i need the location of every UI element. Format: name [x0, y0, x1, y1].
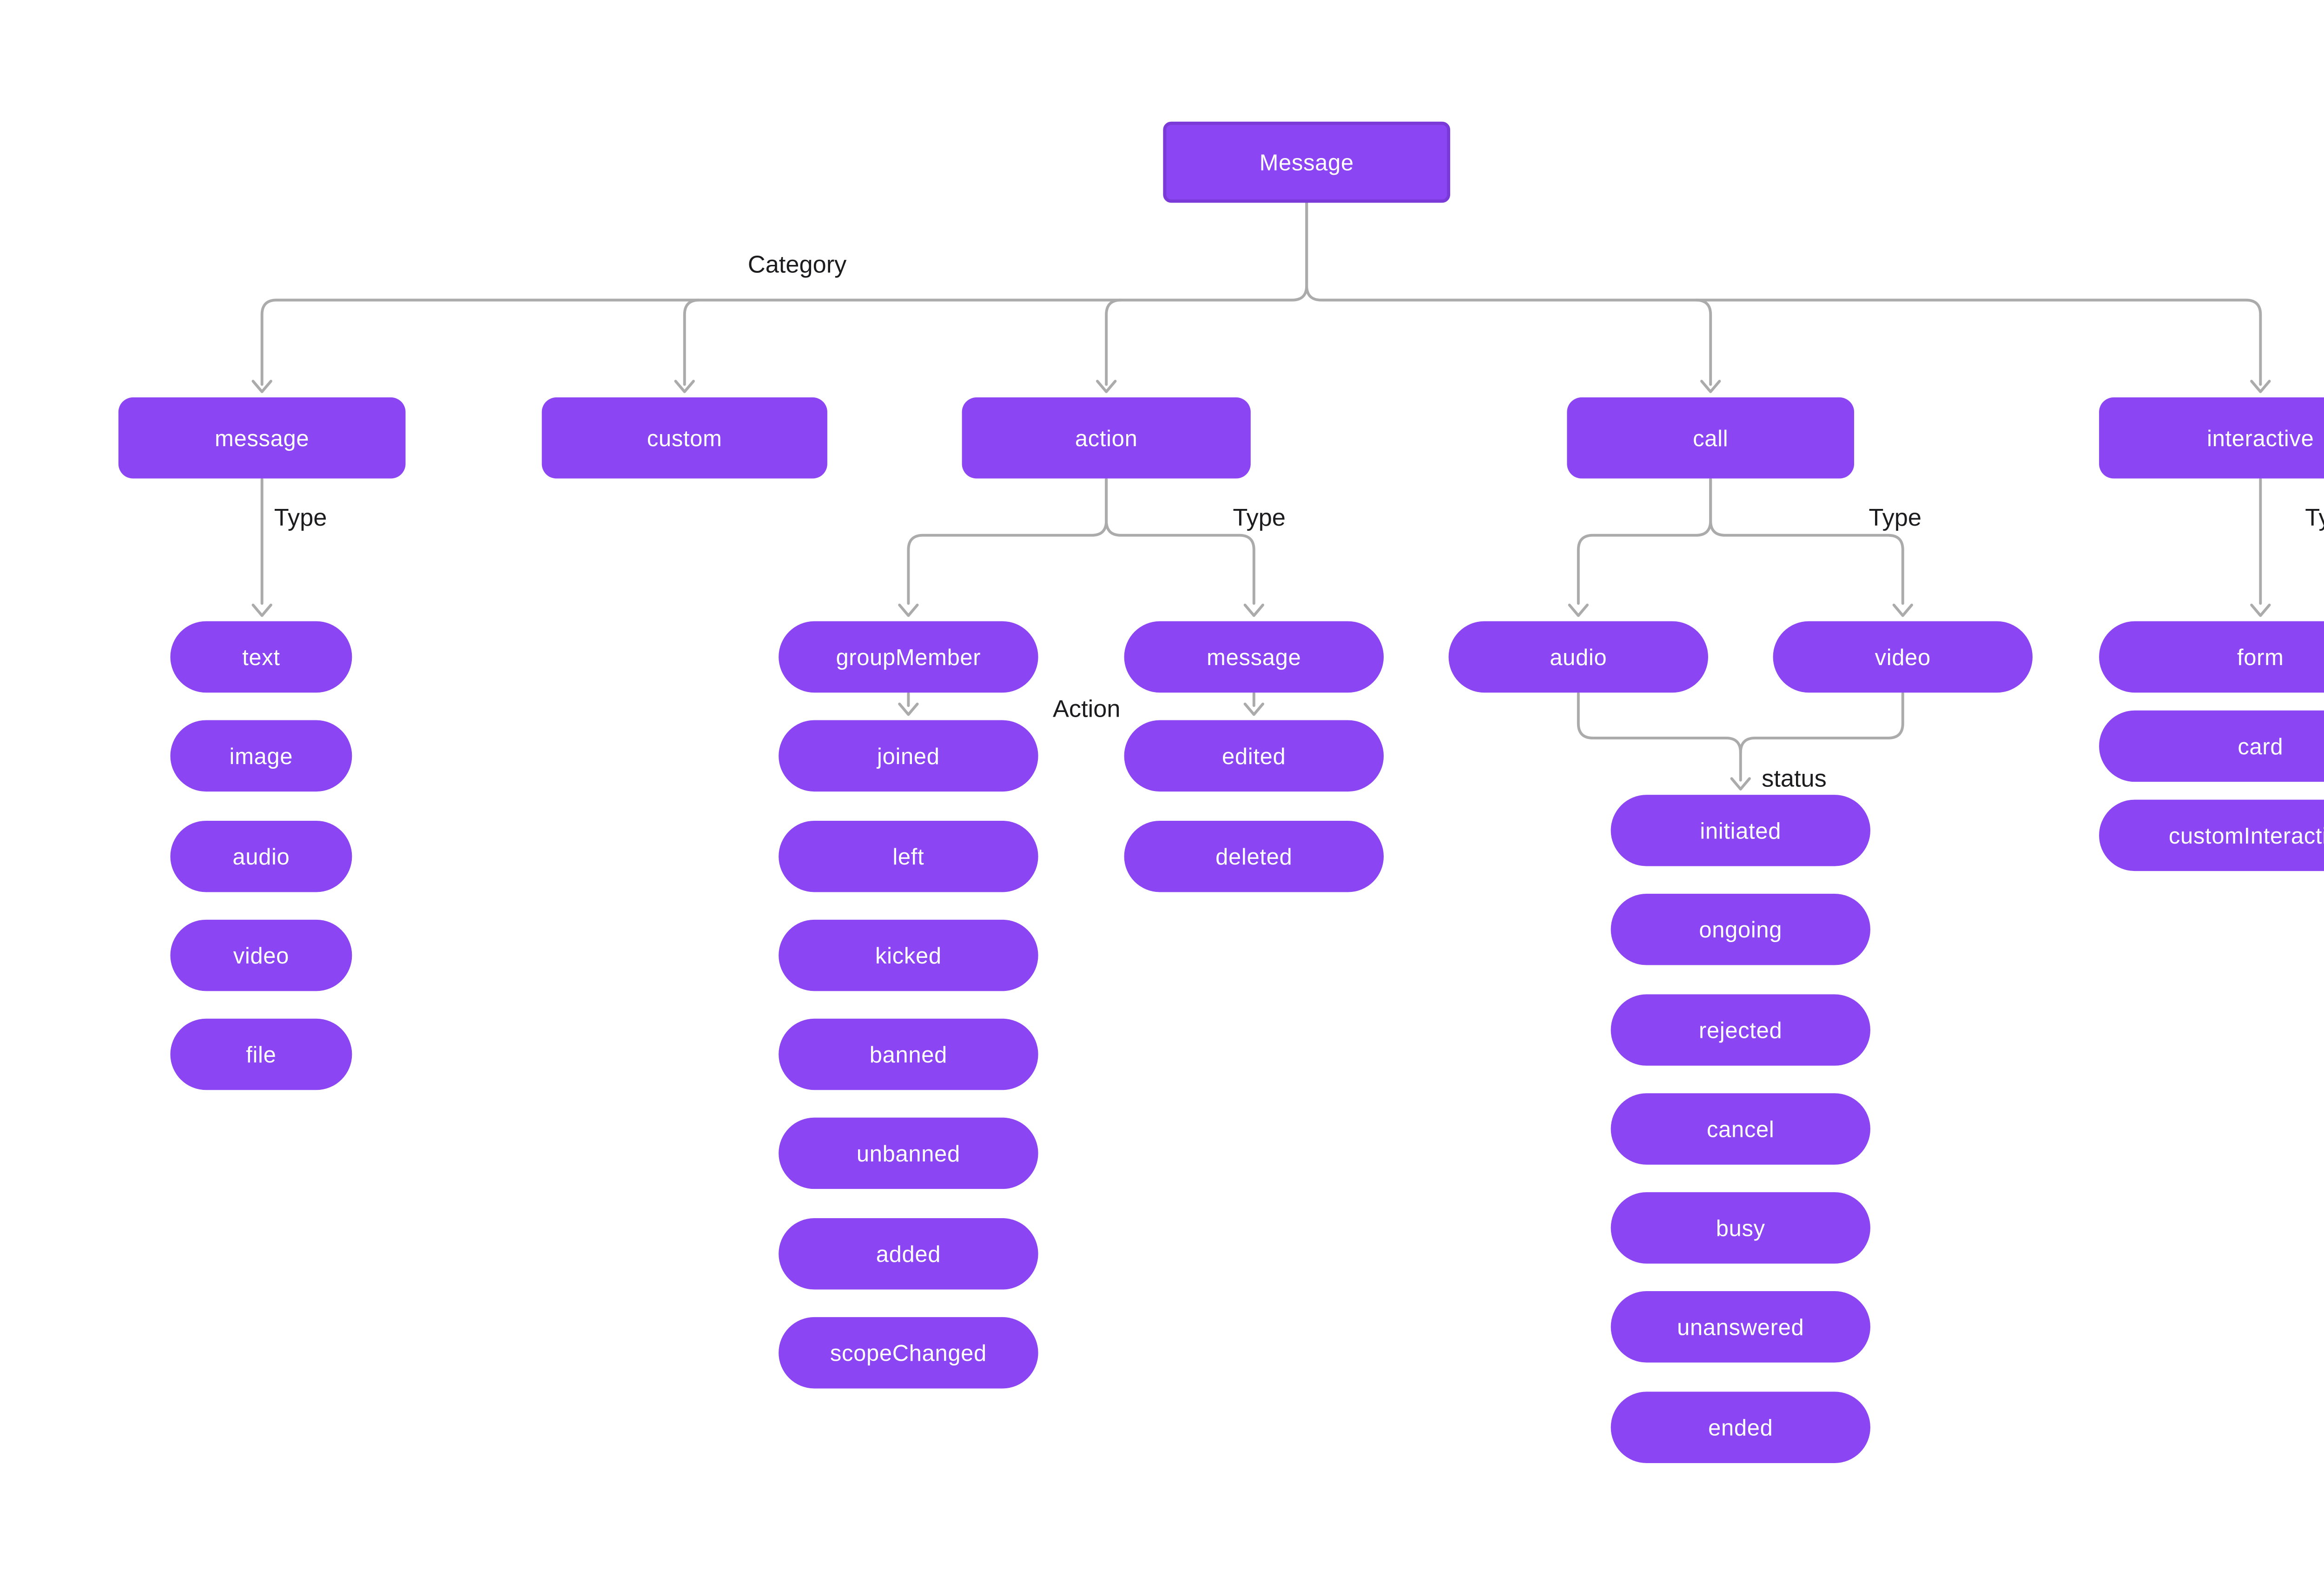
node-category-call: call	[1567, 397, 1855, 479]
arrowhead-groupmember	[898, 603, 919, 617]
node-type-form: form	[2099, 621, 2324, 693]
node-action-banned: banned	[779, 1018, 1038, 1090]
node-action-scopechanged: scopeChanged	[779, 1317, 1038, 1388]
node-status-initiated: initiated	[1611, 795, 1870, 866]
arrowhead-message-branch	[1243, 603, 1264, 617]
edge-video-to-status	[1739, 692, 1904, 754]
node-status-cancel: cancel	[1611, 1093, 1870, 1164]
node-type-audio: audio	[170, 820, 352, 891]
arrowhead-form	[2250, 603, 2271, 617]
edge-call-to-audio	[1577, 478, 1712, 605]
node-status-rejected: rejected	[1611, 993, 1870, 1065]
node-branch-groupmember: groupMember	[779, 621, 1038, 693]
arrowhead-audio	[1568, 603, 1589, 617]
arrowhead-text	[251, 603, 272, 617]
node-message-root: Message	[1163, 121, 1451, 203]
edge-action-to-message-branch	[1105, 478, 1255, 605]
node-category-message: message	[118, 397, 406, 479]
node-category-interactive: interactive	[2099, 397, 2324, 479]
arrowhead-message	[251, 380, 272, 393]
node-calltype-video: video	[1773, 621, 2033, 693]
node-status-ongoing: ongoing	[1611, 894, 1870, 966]
edge-root-to-interactive	[1305, 201, 2262, 386]
edge-root-to-message	[260, 201, 1308, 386]
arrowhead-edited	[1243, 702, 1264, 716]
edge-rail-to-custom	[683, 298, 701, 386]
arrowhead-call	[1700, 380, 1721, 393]
edge-label-category: Category	[747, 251, 847, 279]
node-category-action: action	[962, 397, 1251, 479]
node-action-joined: joined	[779, 720, 1038, 792]
edge-rail-to-call	[1694, 298, 1712, 386]
node-category-custom: custom	[541, 397, 827, 479]
node-status-ended: ended	[1611, 1391, 1870, 1463]
node-type-image: image	[170, 720, 352, 792]
node-branch-message: message	[1124, 621, 1384, 693]
edge-label-action: Action	[1053, 696, 1121, 724]
node-action-edited: edited	[1124, 720, 1384, 792]
node-action-added: added	[779, 1217, 1038, 1289]
edge-call-to-video	[1709, 478, 1904, 605]
edge-label-type-call: Type	[1868, 504, 1922, 532]
node-action-kicked: kicked	[779, 919, 1038, 991]
edge-label-type-action: Type	[1233, 504, 1286, 532]
node-status-busy: busy	[1611, 1192, 1870, 1264]
node-action-deleted: deleted	[1124, 820, 1384, 891]
node-calltype-audio: audio	[1448, 621, 1708, 693]
arrowhead-initiated	[1730, 777, 1751, 791]
arrowhead-action	[1096, 380, 1117, 393]
node-type-text: text	[170, 621, 352, 693]
node-type-custominteractive: customInteractive	[2099, 800, 2324, 872]
node-status-unanswered: unanswered	[1611, 1291, 1870, 1363]
node-action-unbanned: unbanned	[779, 1118, 1038, 1190]
node-type-video: video	[170, 919, 352, 991]
arrowhead-interactive	[2250, 380, 2271, 393]
edge-audio-to-status	[1577, 692, 1742, 782]
edge-label-type-message: Type	[274, 504, 327, 532]
node-type-card: card	[2099, 711, 2324, 782]
edge-label-status: status	[1762, 765, 1827, 793]
node-action-left: left	[779, 820, 1038, 891]
edge-label-type-interactive: Type	[2305, 504, 2324, 532]
arrowhead-video	[1892, 603, 1913, 617]
edge-rail-to-action	[1105, 298, 1122, 386]
node-type-file: file	[170, 1018, 352, 1090]
edge-action-to-groupmember	[907, 478, 1108, 605]
arrowhead-custom	[674, 380, 695, 393]
arrowhead-joined	[898, 702, 919, 716]
